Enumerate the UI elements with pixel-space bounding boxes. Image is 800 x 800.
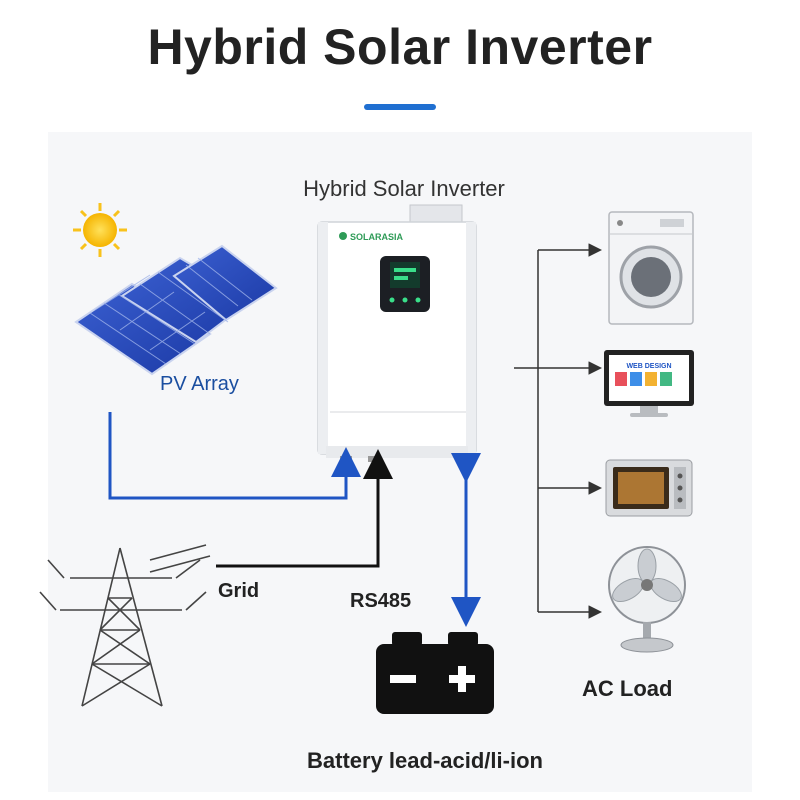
monitor-screen-text: WEB DESIGN: [626, 363, 671, 370]
inverter-label: Hybrid Solar Inverter: [303, 176, 505, 201]
monitor-icon: [604, 350, 694, 417]
inverter-device: [317, 204, 477, 462]
power-tower-icon: [39, 544, 211, 707]
battery-icon: [376, 632, 494, 714]
inverter-brand: SOLARASIA: [350, 232, 404, 242]
battery-label: Battery lead-acid/li-ion: [307, 748, 543, 773]
grid-connection-line: [216, 449, 393, 568]
rs485-label: RS485: [350, 590, 412, 612]
title-underline: [364, 104, 436, 110]
pv-connection-line: [108, 412, 361, 500]
grid-label: Grid: [218, 580, 260, 602]
sun-icon: [73, 203, 127, 257]
washing-machine-icon: [608, 211, 694, 325]
fan-icon: [608, 546, 686, 653]
ac-load-label: AC Load: [582, 676, 673, 701]
page-title: Hybrid Solar Inverter: [147, 19, 653, 75]
microwave-icon: [605, 459, 693, 517]
pv-array-label: PV Array: [160, 373, 239, 395]
solar-panel-icon: [74, 244, 278, 376]
ac-load-lines: [514, 243, 602, 619]
